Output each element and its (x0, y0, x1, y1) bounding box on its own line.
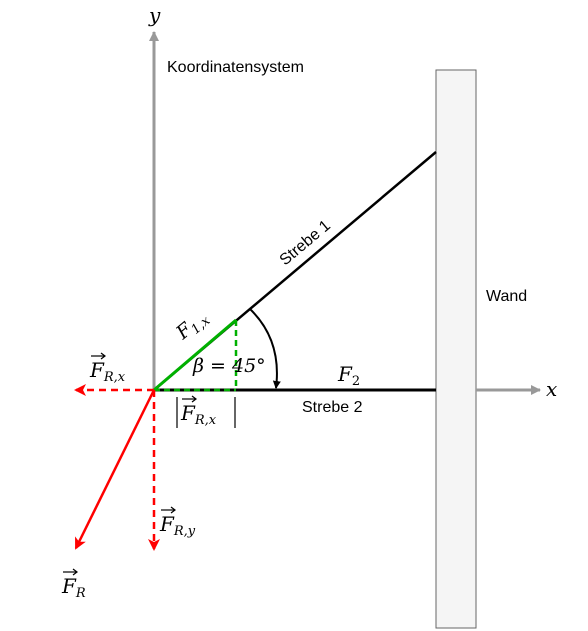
wall-label: Wand (486, 288, 527, 305)
wall (435, 69, 477, 629)
x-axis-label: x (546, 377, 557, 401)
fr-label: FR (61, 568, 86, 601)
y-axis-label: y (148, 3, 161, 27)
svg-text:FR,x: FR,x (89, 358, 126, 385)
frx-magnitude-label: FR,x (176, 395, 236, 428)
svg-text:FR,y: FR,y (159, 512, 196, 539)
resultant-fr-arrow (74, 389, 156, 550)
strut-2-label: Strebe 2 (302, 399, 363, 416)
coordinate-system-label: Koordinatensystem (167, 59, 304, 76)
f1x-label: F1,x (171, 305, 214, 346)
component-f1x (153, 318, 237, 392)
svg-text:FR,x: FR,x (180, 401, 217, 428)
angle-label: β = 45° (192, 355, 266, 377)
frx-label: FR,x (89, 352, 126, 385)
svg-text:FR: FR (61, 574, 86, 601)
f2-label: F2 (337, 362, 360, 389)
fry-label: FR,y (159, 506, 196, 539)
angle-arc (249, 308, 281, 389)
